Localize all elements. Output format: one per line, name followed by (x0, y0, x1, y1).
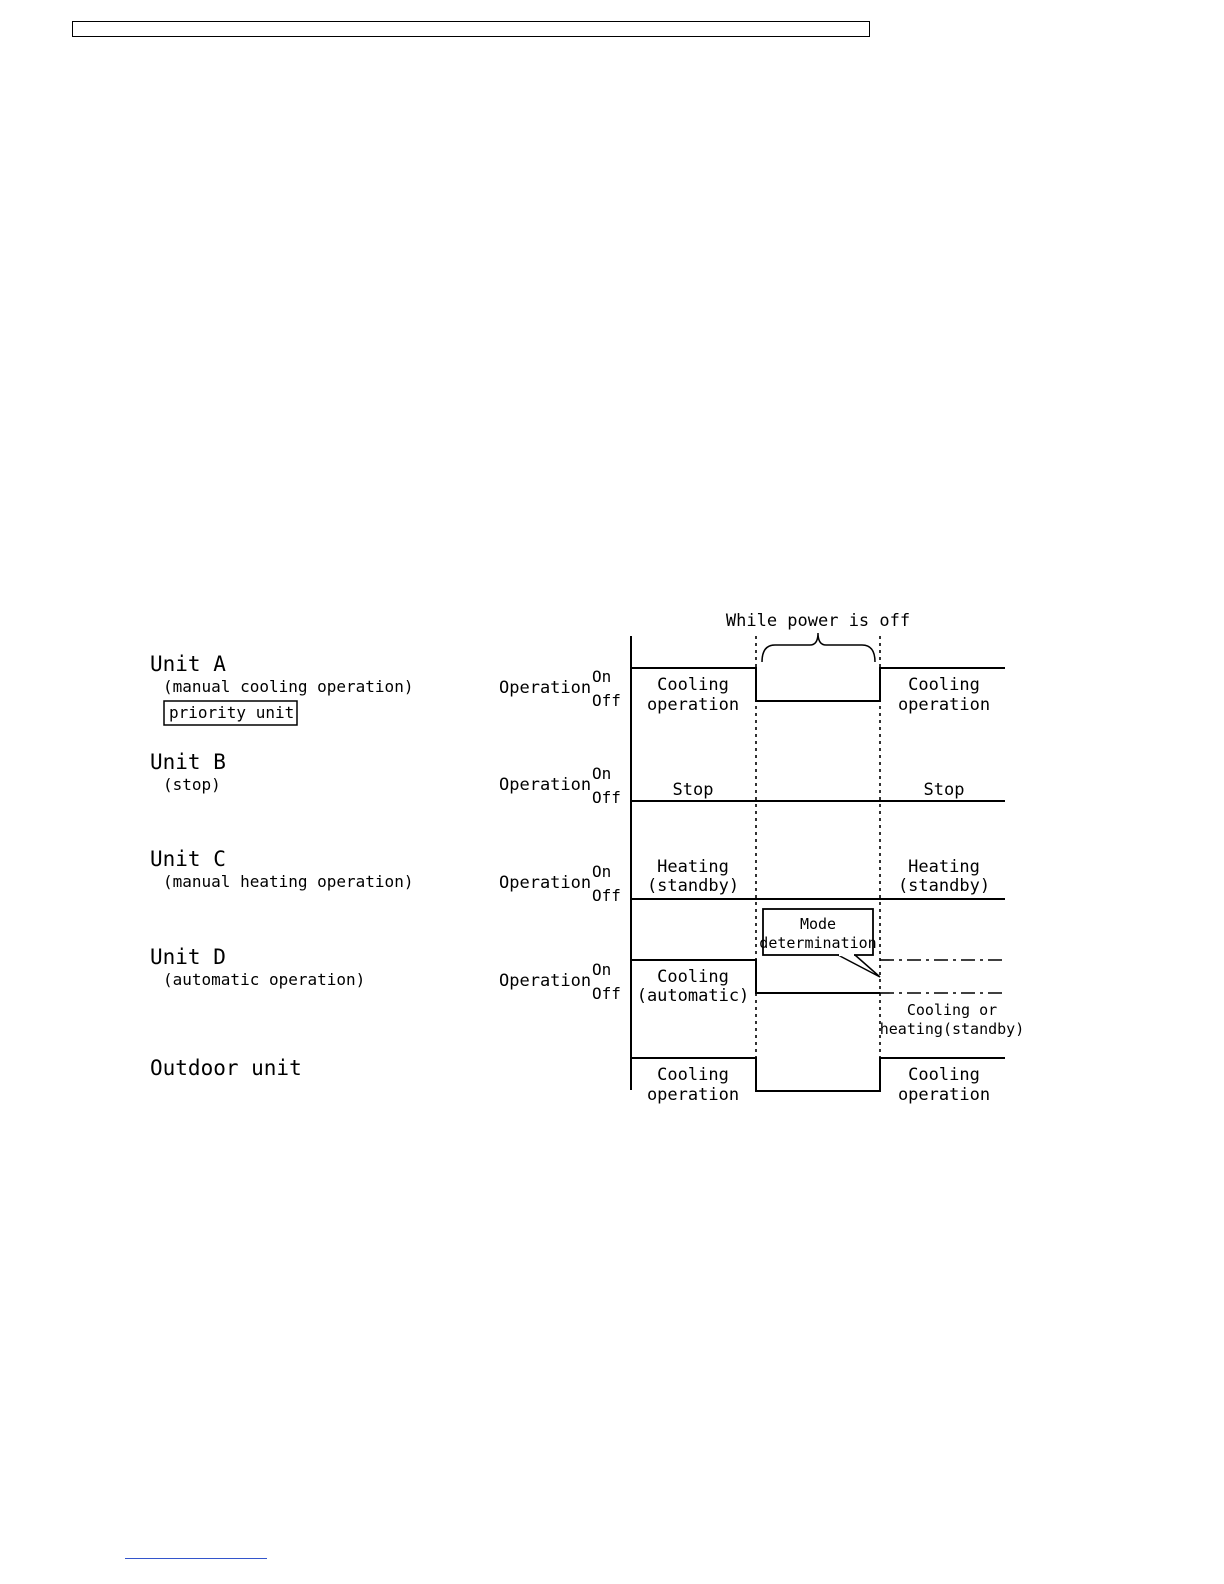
unit-c-name: Unit C (150, 847, 226, 871)
mode-determination-callout-box (762, 908, 874, 956)
priority-unit-badge: priority unit (169, 703, 294, 722)
unit-d-waveform (631, 959, 880, 994)
outdoor-before-line2: operation (647, 1085, 739, 1105)
mode-determination-callout-pointer (837, 954, 881, 978)
unit-a-desc: (manual cooling operation) (163, 677, 413, 696)
outdoor-before-line1: Cooling (657, 1065, 729, 1085)
unit-a-before-line2: operation (647, 695, 739, 715)
unit-c-before-line1: Heating (657, 857, 729, 877)
unit-b-row: Unit B (stop) Operation On Off Stop Stop (150, 750, 1005, 807)
page-header-box (72, 21, 870, 37)
unit-d-after-line1: Cooling or (907, 1001, 997, 1019)
unit-a-name: Unit A (150, 652, 226, 676)
unit-c-before-line2: (standby) (647, 876, 739, 896)
outdoor-unit-row: Outdoor unit Cooling operation Cooling o… (150, 1056, 1005, 1105)
unit-a-signal-label: Operation (499, 678, 591, 698)
outdoor-after-line1: Cooling (908, 1065, 980, 1085)
unit-c-desc: (manual heating operation) (163, 872, 413, 891)
unit-b-signal-label: Operation (499, 775, 591, 795)
outdoor-unit-waveform (631, 1057, 1005, 1092)
unit-c-signal-label: Operation (499, 873, 591, 893)
mode-determination-line2: determination (759, 934, 876, 952)
unit-a-on-label: On (592, 667, 611, 686)
unit-c-row: Unit C (manual heating operation) Operat… (150, 847, 1005, 905)
unit-d-signal-label: Operation (499, 971, 591, 991)
unit-c-on-label: On (592, 862, 611, 881)
unit-b-before-label: Stop (673, 780, 714, 800)
unit-a-row: Unit A (manual cooling operation) priori… (150, 652, 1005, 726)
unit-c-off-label: Off (592, 886, 621, 905)
unit-d-desc: (automatic operation) (163, 970, 365, 989)
unit-d-on-label: On (592, 960, 611, 979)
unit-c-after-line1: Heating (908, 857, 980, 877)
power-off-brace (761, 632, 876, 663)
unit-d-row: Unit D (automatic operation) Operation O… (150, 908, 1025, 1038)
unit-d-after-line2: heating(standby) (880, 1020, 1025, 1038)
unit-a-off-label: Off (592, 691, 621, 710)
unit-a-waveform (631, 667, 1005, 702)
unit-b-after-label: Stop (924, 780, 965, 800)
priority-unit-badge-box (163, 700, 298, 726)
unit-b-desc: (stop) (163, 775, 221, 794)
unit-d-name: Unit D (150, 945, 226, 969)
unit-d-before-line2: (automatic) (637, 986, 750, 1006)
unit-b-on-label: On (592, 764, 611, 783)
unit-a-after-line2: operation (898, 695, 990, 715)
unit-b-name: Unit B (150, 750, 226, 774)
unit-c-after-line2: (standby) (898, 876, 990, 896)
outdoor-after-line2: operation (898, 1085, 990, 1105)
unit-b-off-label: Off (592, 788, 621, 807)
power-off-note: While power is off (726, 611, 910, 631)
footer-link-underline (125, 1558, 267, 1559)
unit-a-before-line1: Cooling (657, 675, 729, 695)
mode-determination-line1: Mode (800, 915, 836, 933)
unit-d-before-line1: Cooling (657, 967, 729, 987)
outdoor-unit-name: Outdoor unit (150, 1056, 302, 1080)
unit-d-off-label: Off (592, 984, 621, 1003)
unit-a-after-line1: Cooling (908, 675, 980, 695)
